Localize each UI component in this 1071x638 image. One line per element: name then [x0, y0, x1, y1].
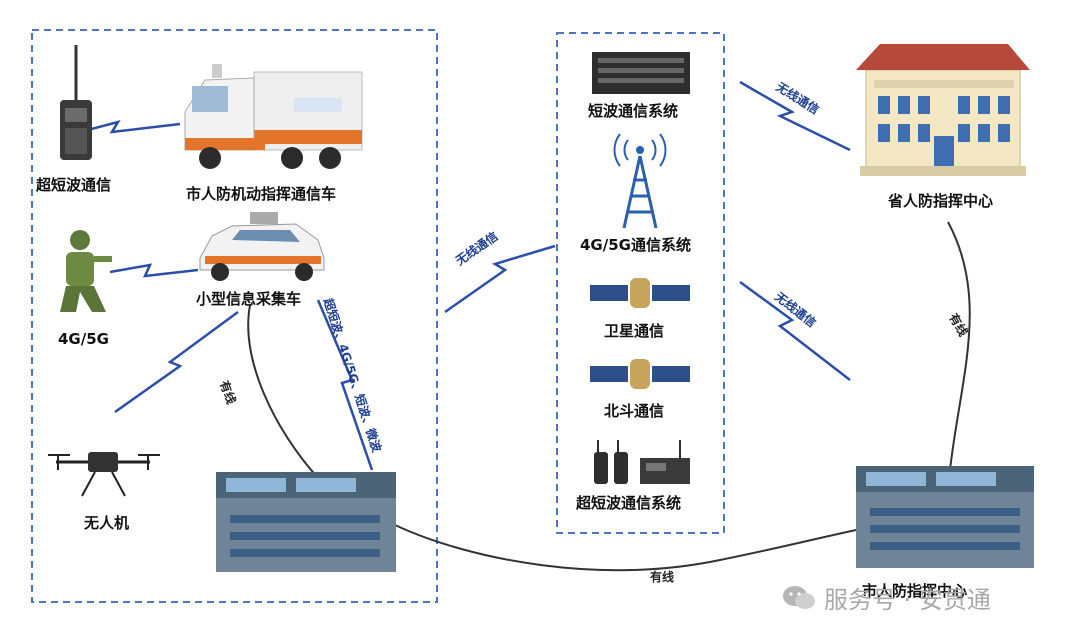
satellite-icon: [590, 278, 690, 308]
label-beidou: 北斗通信: [604, 402, 665, 420]
label-shortwave-system: 短波通信系统: [588, 102, 679, 120]
wire-city-to-city: [394, 524, 857, 572]
comm-systems-group: [556, 32, 725, 534]
field-units-group: [31, 29, 438, 603]
city-center-image-right: [856, 466, 1034, 568]
watermark: 服务号 · 安贯通: [782, 580, 991, 615]
label-command-vehicle: 市人防机动指挥通信车: [186, 185, 337, 203]
shortwave-rack-icon: [592, 52, 690, 94]
bolt-systems-city: [739, 280, 851, 381]
label-city-center: 市人防指挥中心: [862, 582, 968, 600]
drone-icon: [48, 452, 160, 497]
soldier-icon: [60, 230, 112, 312]
wechat-icon: [783, 585, 815, 609]
command-vehicle-icon: [184, 64, 363, 169]
provincial-building-icon: [856, 44, 1030, 176]
beidou-satellite-icon: [590, 359, 690, 389]
bolt-drone-vehicle: [114, 310, 239, 414]
bolt-soldier-vehicle: [109, 263, 199, 278]
watermark-text: 服务号 · 安贯通: [824, 586, 991, 614]
bolt-systems-province: [739, 80, 851, 152]
info-vehicle-icon: [199, 212, 325, 281]
wire-province-to-city: [947, 221, 971, 471]
label-vhf-system: 超短波通信系统: [576, 494, 682, 512]
vhf-devices-icon: [594, 440, 690, 484]
cell-tower-icon: [613, 133, 667, 229]
label-soldier-4g5g: 4G/5G: [58, 330, 109, 348]
label-satellite: 卫星通信: [604, 322, 665, 340]
label-drone: 无人机: [84, 514, 130, 532]
bolt-handset-vehicle: [79, 120, 181, 134]
label-wired-bottom: 有线: [650, 570, 675, 584]
label-info-vehicle: 小型信息采集车: [196, 290, 302, 308]
label-cellular-system: 4G/5G通信系统: [580, 236, 691, 254]
vhf-radio-icon: [60, 45, 92, 160]
bolt-field-systems: [444, 244, 556, 314]
wire-vehicle-to-center: [247, 304, 319, 479]
city-center-image-left: [216, 472, 396, 572]
label-vhf-comm: 超短波通信: [36, 176, 112, 194]
bolt-vehicle-center: [316, 299, 374, 471]
label-provincial-center: 省人防指挥中心: [888, 192, 994, 210]
